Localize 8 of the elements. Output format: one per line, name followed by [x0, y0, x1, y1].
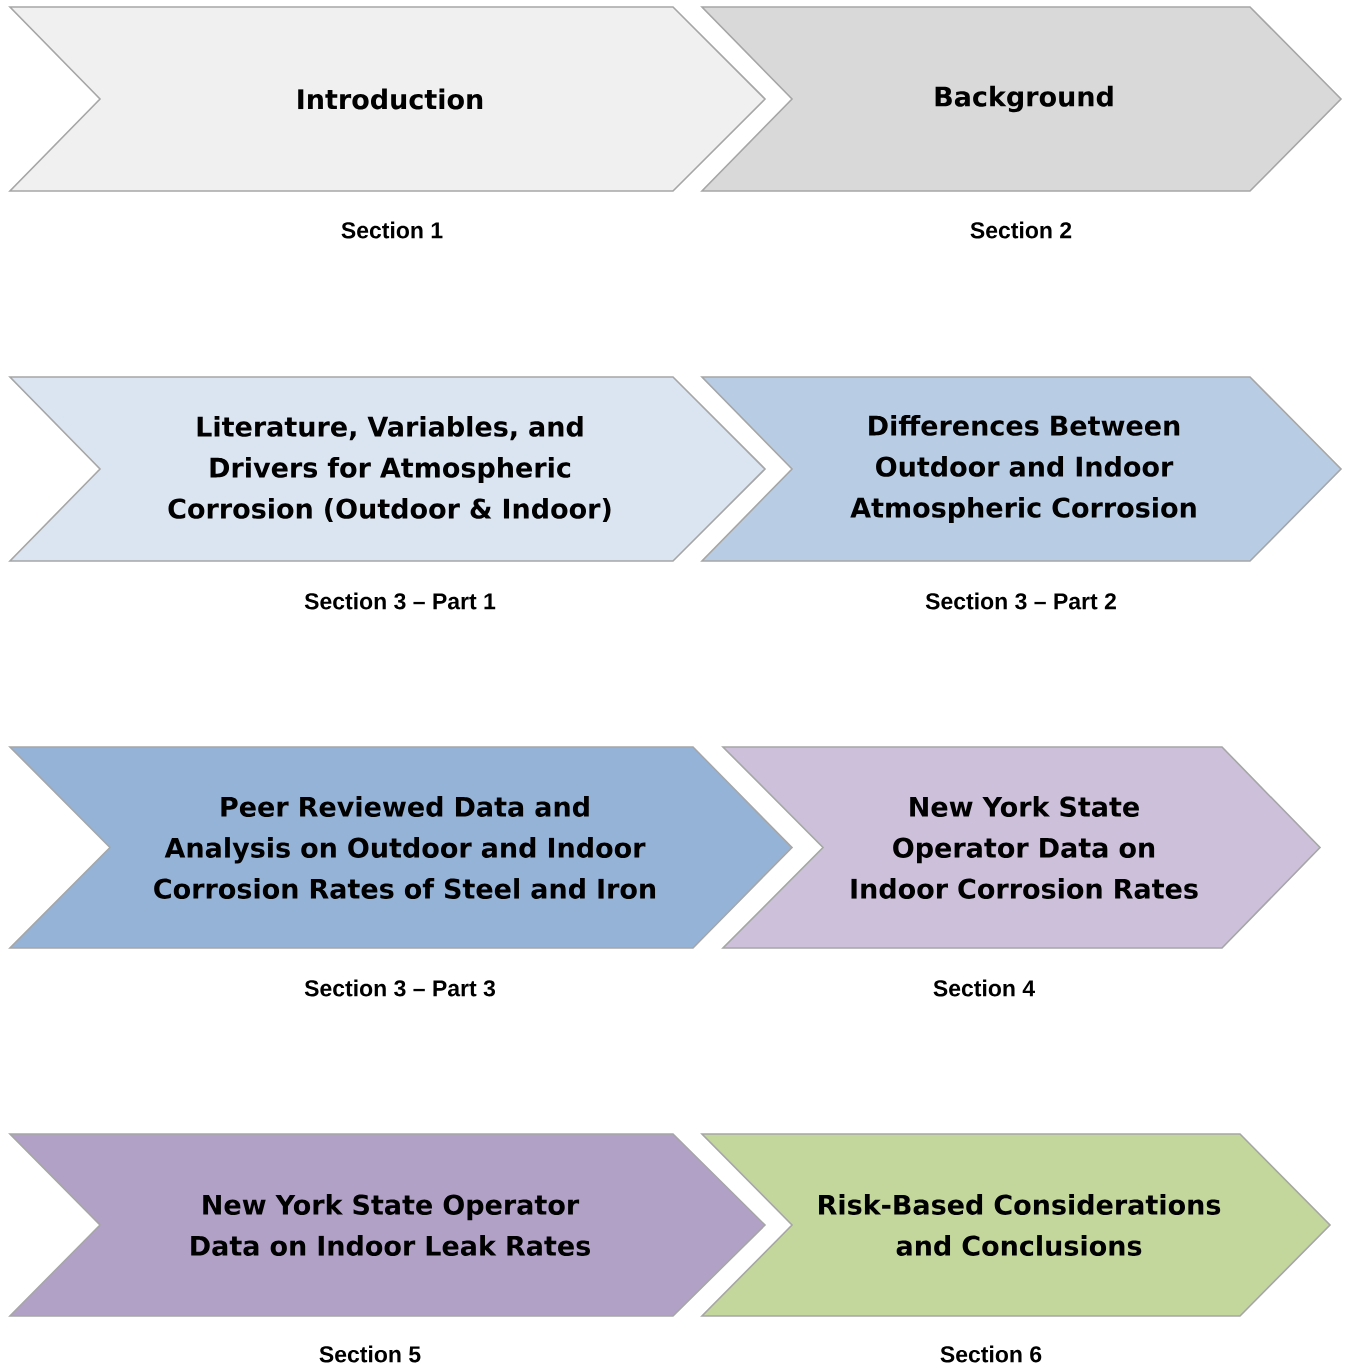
section-label: Section 3 – Part 2: [925, 592, 1116, 610]
section-label: Section 3 – Part 3: [304, 979, 495, 997]
section-label: Section 4: [933, 979, 1035, 997]
section-label: Section 3 – Part 1: [304, 592, 496, 610]
section-label: Section 6: [940, 1345, 1042, 1363]
section-label: Section 5: [319, 1345, 421, 1363]
section-label: Section 1: [341, 221, 443, 239]
section-label: Section 2: [970, 221, 1072, 239]
